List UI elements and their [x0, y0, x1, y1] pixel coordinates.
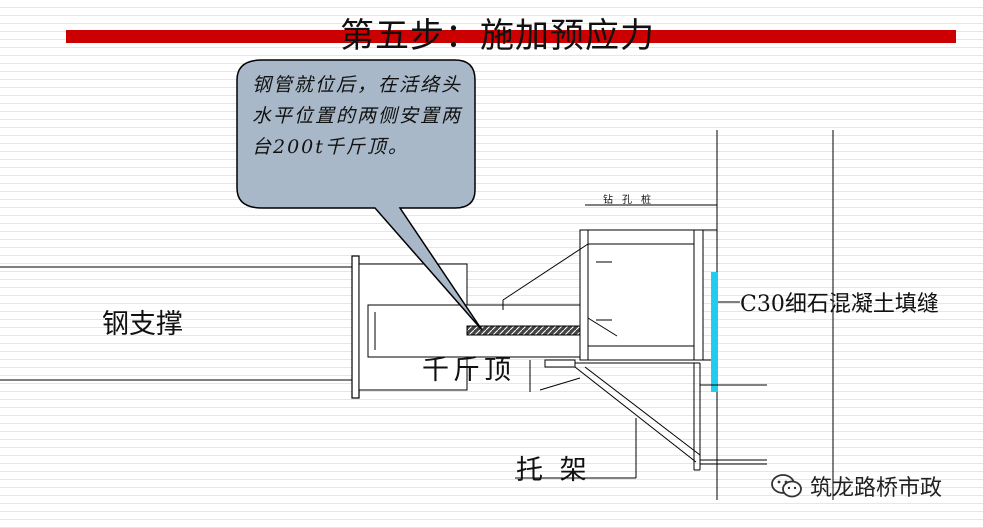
label-jack: 千斤顶 — [422, 355, 515, 386]
label-fill: C30细石混凝土填缝 — [740, 292, 939, 317]
label-drill-pile: 钻孔桩 — [603, 195, 660, 206]
callout-bubble — [236, 59, 483, 331]
fill-strip — [711, 272, 718, 392]
callout-text: 钢管就位后，在活络头水平位置的两侧安置两台200t千斤顶。 — [252, 74, 463, 158]
label-bracket: 托 架 — [516, 455, 591, 486]
jack-block — [466, 325, 588, 336]
page-title: 第五步：施加预应力 — [340, 16, 655, 56]
steel-box — [587, 229, 701, 361]
label-steel-support: 钢支撑 — [102, 309, 183, 340]
wechat-icon — [771, 474, 802, 498]
title-bar — [66, 30, 956, 43]
end-flange — [351, 255, 360, 399]
head-plate — [579, 229, 589, 361]
watermark-text: 筑龙路桥市政 — [810, 476, 943, 501]
watermark: 筑龙路桥市政 — [770, 470, 942, 502]
